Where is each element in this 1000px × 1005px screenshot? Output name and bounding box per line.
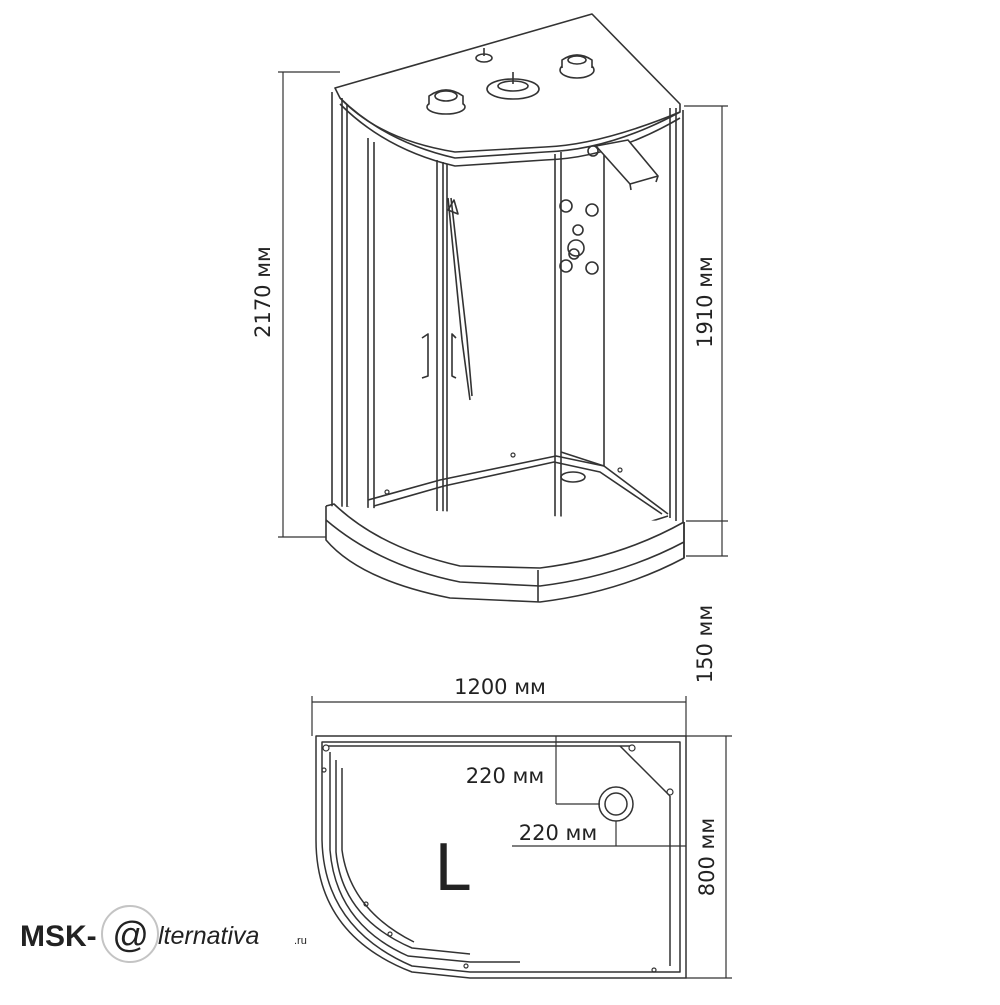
watermark-suffix: lternativa xyxy=(158,922,260,950)
roof-vent xyxy=(475,48,493,63)
frame-screws xyxy=(384,452,623,495)
door-handle-right xyxy=(451,333,457,379)
door-arc-outer xyxy=(329,752,520,963)
dimension-lines-top xyxy=(278,71,728,557)
roof-panel xyxy=(334,13,681,167)
right-profile xyxy=(669,108,684,524)
ceiling-light xyxy=(559,54,595,79)
cabin-perspective-view xyxy=(325,13,685,603)
hand-shower xyxy=(447,197,473,401)
cabin-height-label: 1910 мм xyxy=(693,256,717,348)
ceiling-speaker xyxy=(426,89,466,115)
orientation-label: L xyxy=(434,832,470,906)
watermark-logo: MSK- @ lternativa .ru xyxy=(20,905,307,963)
door-handle-left xyxy=(421,333,429,379)
rain-shower-head xyxy=(486,72,540,100)
back-panel xyxy=(559,148,605,467)
massage-jet xyxy=(559,259,573,273)
shower-tray xyxy=(325,455,685,603)
drain xyxy=(560,471,586,483)
left-profile xyxy=(331,92,348,514)
plan-corner-marks xyxy=(321,744,674,973)
watermark-at-circle xyxy=(101,905,159,963)
mixer-tap xyxy=(567,224,585,260)
door-arc-inner-2 xyxy=(341,768,415,943)
watermark-symbol: @ xyxy=(112,914,149,955)
sliding-doors xyxy=(367,138,562,552)
drain-back-offset-label: 220 мм xyxy=(466,764,544,788)
drain-side-offset-label: 220 мм xyxy=(519,821,597,845)
width-label: 1200 мм xyxy=(454,675,546,699)
tray-height-label: 150 мм xyxy=(693,605,717,683)
plan-drain xyxy=(598,786,634,822)
massage-jet xyxy=(559,199,573,213)
watermark-prefix: MSK- xyxy=(20,920,97,953)
total-height-label: 2170 мм xyxy=(251,246,275,338)
dimension-lines-plan xyxy=(311,696,732,979)
depth-label: 800 мм xyxy=(695,818,719,896)
massage-jet xyxy=(585,203,599,217)
shelf xyxy=(587,139,659,191)
watermark-domain: .ru xyxy=(294,935,307,947)
door-arc-inner xyxy=(335,760,471,955)
massage-jet xyxy=(585,261,599,275)
